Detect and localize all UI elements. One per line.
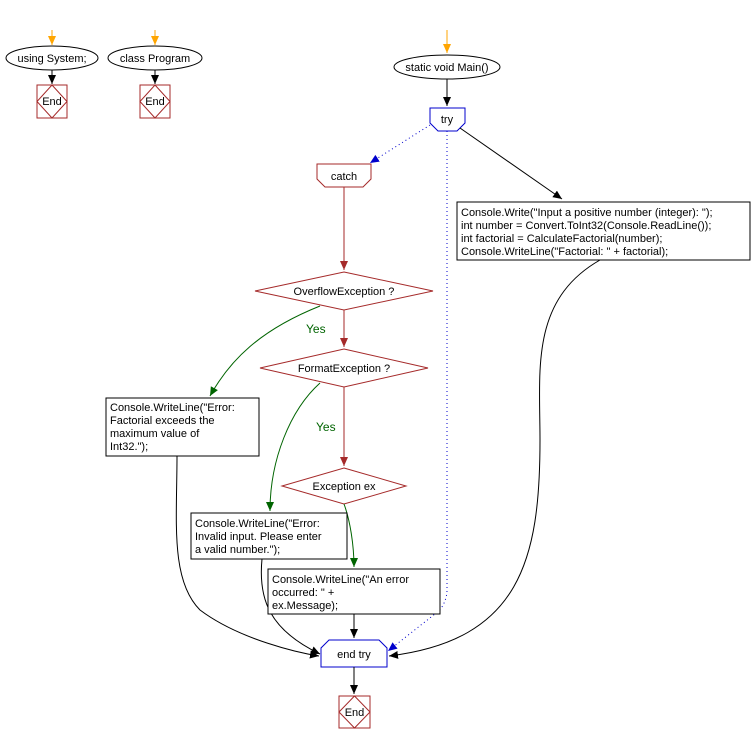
end-try-node[interactable] [320, 639, 388, 668]
try-label: try [441, 114, 454, 126]
format-body-line-2: Invalid input. Please enter [195, 531, 322, 543]
end-node-1-diamond [36, 84, 68, 119]
edge-format-yes [266, 382, 321, 512]
end-2-label: End [145, 96, 165, 108]
overflow-body-line-2: Factorial exceeds the [110, 415, 215, 427]
edge-overflow-endtry [175, 455, 320, 659]
using-system-label: using System; [17, 53, 86, 65]
end-node-2-diamond [139, 84, 171, 119]
end-node-final-diamond [338, 695, 371, 729]
try-body-line-4: Console.WriteLine("Factorial: " + factor… [461, 246, 668, 258]
overflow-body-line-1: Console.WriteLine("Error: [110, 402, 235, 414]
end-final-label: End [345, 707, 365, 719]
exception-body-line-1: Console.WriteLine("An error [272, 574, 409, 586]
catch-node[interactable] [316, 163, 372, 188]
exception-body-box[interactable] [267, 568, 441, 615]
overflow-body-line-4: Int32."); [110, 441, 148, 453]
overflow-body-line-3: maximum value of [110, 428, 200, 440]
format-label: FormatException ? [298, 363, 390, 375]
edge-try-catch [369, 124, 431, 164]
edge-try-body [459, 127, 563, 200]
edge-body-endtry [388, 259, 601, 659]
try-body-line-2: int number = Convert.ToInt32(Console.Rea… [461, 220, 711, 232]
edge-overflow-yes [209, 305, 321, 397]
yes-format-label: Yes [316, 420, 336, 434]
try-node[interactable] [429, 107, 466, 132]
try-body-box[interactable] [456, 201, 751, 261]
exception-body-line-2: occurred: " + [272, 587, 334, 599]
class-program-label: class Program [120, 53, 190, 65]
format-body-line-3: a valid number."); [195, 544, 280, 556]
end-1-label: End [42, 96, 62, 108]
overflow-body-box[interactable] [105, 397, 260, 457]
format-body-line-1: Console.WriteLine("Error: [195, 518, 320, 530]
catch-label: catch [331, 171, 357, 183]
format-body-box[interactable] [190, 512, 348, 560]
edge-exception-body [343, 503, 358, 568]
overflow-label: OverflowException ? [294, 286, 395, 298]
try-body-line-3: int factorial = CalculateFactorial(numbe… [461, 233, 662, 245]
exception-body-line-3: ex.Message); [272, 600, 338, 612]
yes-overflow-label: Yes [306, 322, 326, 336]
exception-label: Exception ex [313, 481, 376, 493]
main-label: static void Main() [405, 62, 488, 74]
try-body-line-1: Console.Write("Input a positive number (… [461, 207, 713, 219]
end-try-label: end try [337, 649, 371, 661]
